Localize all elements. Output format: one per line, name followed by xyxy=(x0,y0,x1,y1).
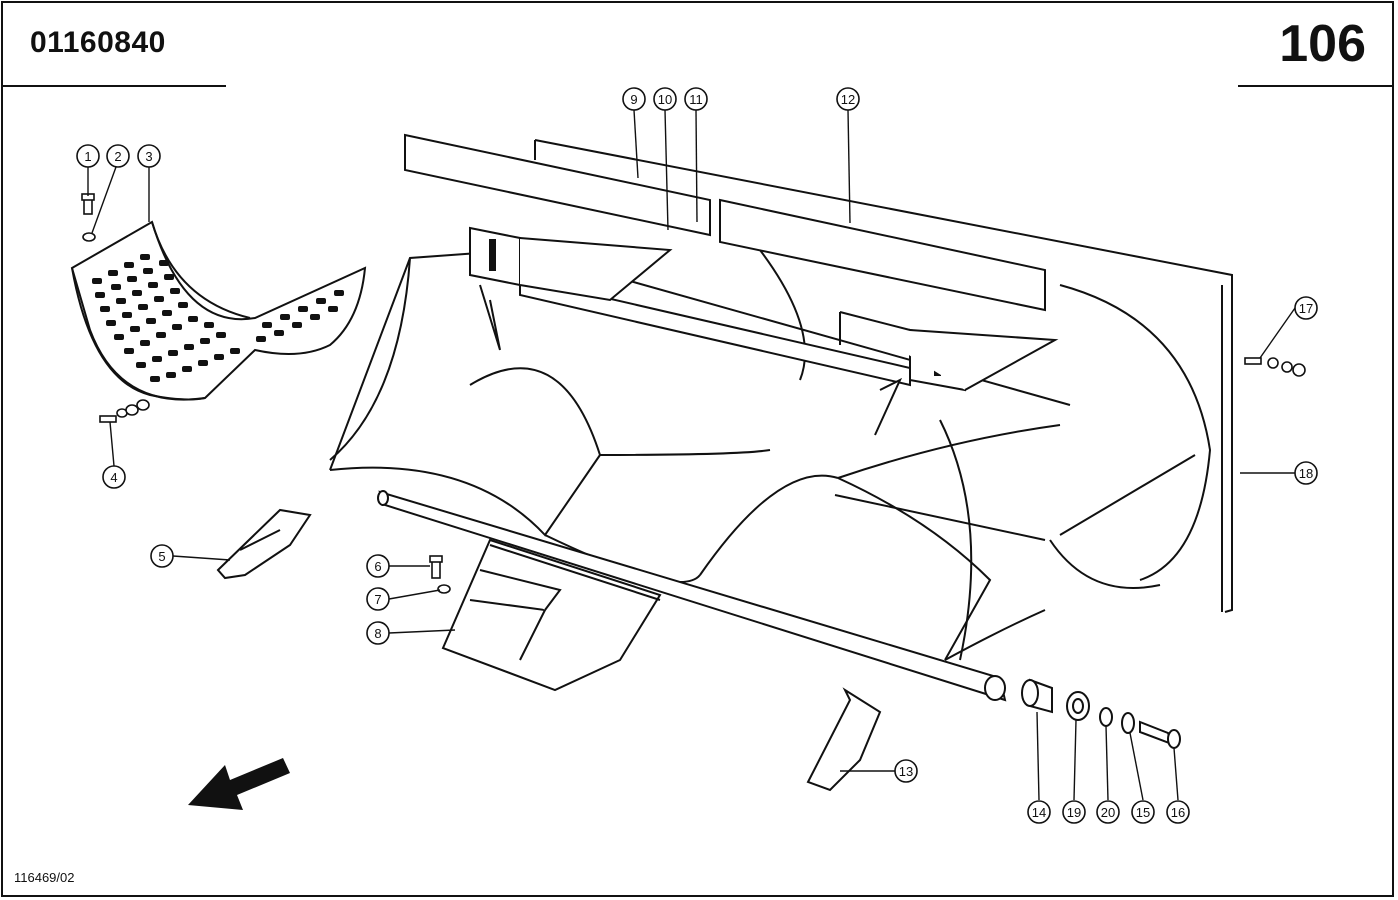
callout-16: 16 xyxy=(1166,800,1190,824)
callout-10: 10 xyxy=(653,87,677,111)
callout-3: 3 xyxy=(137,144,161,168)
beam-brackets xyxy=(469,226,1059,436)
callout-7: 7 xyxy=(366,587,390,611)
callout-6: 6 xyxy=(366,554,390,578)
callout-label-18: 18 xyxy=(1299,466,1313,481)
part-8-distributor xyxy=(441,538,662,692)
callout-label-1: 1 xyxy=(84,149,91,164)
callout-label-15: 15 xyxy=(1136,805,1150,820)
part-number: 01160840 xyxy=(30,26,166,59)
shaft-end-parts xyxy=(1021,678,1181,749)
callout-18: 18 xyxy=(1294,461,1318,485)
page-number: 106 xyxy=(1279,15,1366,73)
concave-screen xyxy=(70,220,367,401)
callout-label-7: 7 xyxy=(374,592,381,607)
callout-label-9: 9 xyxy=(630,92,637,107)
callout-label-19: 19 xyxy=(1067,805,1081,820)
callout-label-12: 12 xyxy=(841,92,855,107)
callout-label-16: 16 xyxy=(1171,805,1185,820)
callout-5: 5 xyxy=(150,544,174,568)
main-frame xyxy=(329,133,1233,702)
callout-label-11: 11 xyxy=(689,92,703,107)
direction-arrow xyxy=(188,758,290,810)
part-6-7-fasteners xyxy=(429,555,451,594)
callout-19: 19 xyxy=(1062,800,1086,824)
callout-label-3: 3 xyxy=(145,149,152,164)
callout-4: 4 xyxy=(102,465,126,489)
callout-label-14: 14 xyxy=(1032,805,1046,820)
callout-label-20: 20 xyxy=(1101,805,1115,820)
drawing-id: 116469/02 xyxy=(14,870,75,885)
part-17-fasteners xyxy=(1244,357,1306,377)
callouts: 1 2 3 4 5 6 7 8 9 10 11 12 13 14 15 16 1… xyxy=(76,87,1318,824)
callout-14: 14 xyxy=(1027,800,1051,824)
callout-1: 1 xyxy=(76,144,100,168)
callout-label-2: 2 xyxy=(114,149,121,164)
callout-label-6: 6 xyxy=(374,559,381,574)
callout-15: 15 xyxy=(1131,800,1155,824)
leader-lines xyxy=(87,109,1296,801)
callout-label-13: 13 xyxy=(899,764,913,779)
callout-label-4: 4 xyxy=(110,470,117,485)
callout-label-8: 8 xyxy=(374,626,381,641)
callout-11: 11 xyxy=(684,87,708,111)
callout-label-17: 17 xyxy=(1299,301,1313,316)
callout-12: 12 xyxy=(836,87,860,111)
callout-8: 8 xyxy=(366,621,390,645)
callout-17: 17 xyxy=(1294,296,1318,320)
callout-2: 2 xyxy=(106,144,130,168)
callout-label-10: 10 xyxy=(658,92,672,107)
part-5-bracket xyxy=(216,508,312,580)
callout-label-5: 5 xyxy=(158,549,165,564)
callout-9: 9 xyxy=(622,87,646,111)
callout-20: 20 xyxy=(1096,800,1120,824)
callout-13: 13 xyxy=(894,759,918,783)
part-13-bracket xyxy=(806,687,882,792)
